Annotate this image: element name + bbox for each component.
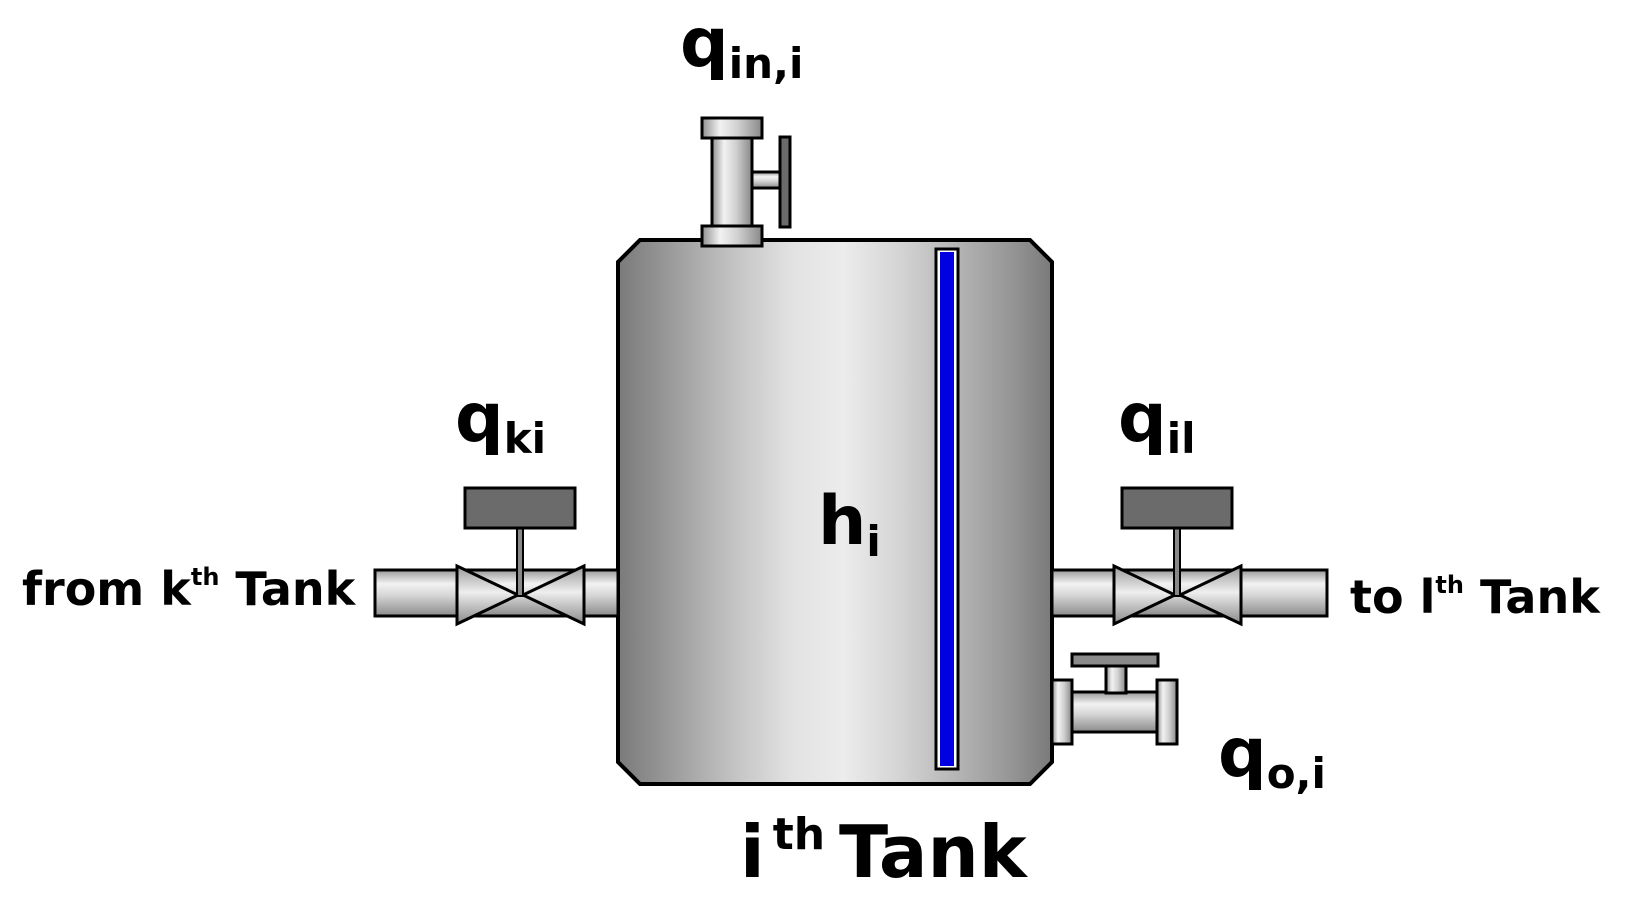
label-from-sup: th xyxy=(190,563,220,591)
label-to-post: Tank xyxy=(1463,570,1600,624)
label-from-pre: from k xyxy=(22,562,191,616)
label-q-ki-sub: ki xyxy=(503,414,547,463)
label-q-in: qin,i xyxy=(680,10,803,89)
label-q-ki: qki xyxy=(455,385,546,464)
tank-title-sup: th xyxy=(772,809,826,860)
label-q-o-main: q xyxy=(1218,714,1267,793)
level-indicator-fill xyxy=(940,252,954,766)
label-h: hi xyxy=(818,488,881,567)
label-to-sup: th xyxy=(1435,571,1464,599)
label-q-in-sub: in,i xyxy=(728,39,804,88)
label-h-sub: i xyxy=(866,517,881,566)
label-q-ki-main: q xyxy=(455,379,504,458)
valve-left xyxy=(455,486,586,627)
valve-right xyxy=(1112,486,1243,627)
tank-title-pre: i xyxy=(740,810,765,894)
label-to-pre: to l xyxy=(1350,570,1436,624)
label-to-tank: to lth Tank xyxy=(1350,570,1600,624)
label-from-post: Tank xyxy=(219,562,356,616)
label-q-il-main: q xyxy=(1118,379,1167,458)
label-q-in-main: q xyxy=(680,4,729,83)
label-from-tank: from kth Tank xyxy=(22,562,355,616)
inlet-pipe-top xyxy=(700,116,792,248)
label-q-o: qo,i xyxy=(1218,720,1326,799)
label-h-main: h xyxy=(818,482,867,561)
label-q-il-sub: il xyxy=(1166,414,1196,463)
label-q-il: qil xyxy=(1118,385,1195,464)
outlet-pipe-bottom xyxy=(1050,652,1179,746)
label-q-o-sub: o,i xyxy=(1266,749,1326,798)
tank-title-post: Tank xyxy=(839,810,1027,894)
